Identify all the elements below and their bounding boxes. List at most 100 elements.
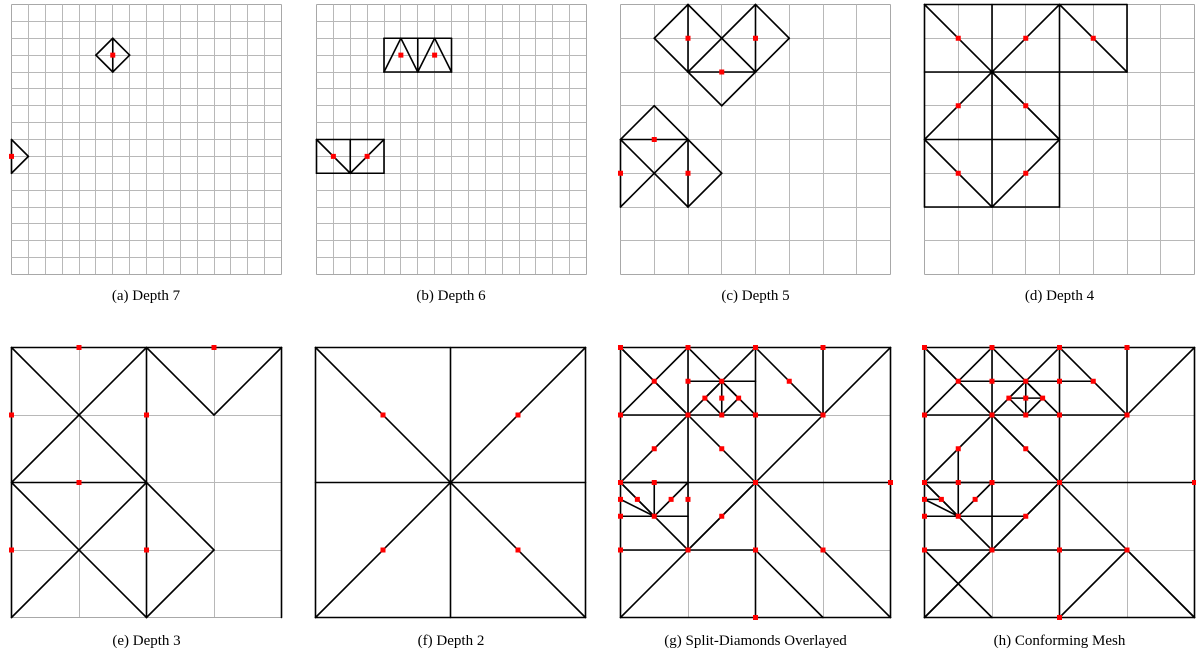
conforming-mesh-diagram	[922, 345, 1196, 620]
mesh-edge	[400, 37, 419, 73]
split-vertex-marker	[938, 496, 944, 502]
split-vertex-marker	[76, 345, 82, 350]
split-vertex-marker	[989, 412, 995, 418]
split-vertex-marker	[888, 480, 893, 485]
split-vertex-marker	[1023, 378, 1029, 384]
mesh-edge	[704, 397, 723, 416]
mesh-edge	[754, 549, 824, 619]
panel-depth-5: (c) Depth 5	[618, 3, 891, 309]
split-vertex-marker	[1057, 412, 1062, 418]
split-vertex-marker	[144, 547, 149, 553]
split-vertex-marker	[820, 345, 826, 350]
split-vertex-marker	[753, 345, 758, 350]
split-vertex-marker	[618, 170, 623, 176]
mesh-edge	[923, 481, 943, 501]
mesh-edge	[1008, 380, 1027, 399]
split-vertex-marker	[1023, 513, 1029, 519]
split-vertices	[618, 35, 758, 176]
mesh-edge	[670, 481, 689, 501]
mesh-edge	[1024, 397, 1044, 416]
depth-2-diagram	[314, 346, 587, 619]
mesh-edge	[383, 37, 402, 73]
panel-conforming-mesh: (h) Conforming Mesh	[922, 345, 1196, 659]
mesh-edge	[653, 498, 672, 518]
split-vertex-marker	[1090, 378, 1096, 384]
split-vertex-marker	[685, 547, 691, 553]
split-vertices	[9, 345, 217, 553]
split-vertex-marker	[719, 378, 725, 384]
split-vertex-marker	[702, 395, 708, 401]
split-vertex-marker	[432, 52, 438, 58]
depth-7-diagram	[9, 4, 282, 275]
split-vertex-marker	[989, 345, 995, 350]
depth-5-diagram	[618, 3, 891, 275]
split-vertex-marker	[719, 412, 725, 418]
split-vertex-marker	[76, 480, 82, 485]
mesh-edge	[923, 498, 960, 518]
split-vertex-marker	[1023, 170, 1029, 176]
split-vertex-marker	[618, 480, 623, 485]
split-vertex-marker	[972, 496, 978, 502]
split-vertex-marker	[1023, 412, 1029, 418]
mesh-edge	[1008, 397, 1027, 416]
mesh-edge	[754, 37, 791, 73]
mesh-edge	[10, 155, 30, 175]
split-vertex-marker	[685, 378, 691, 384]
split-vertex-marker	[955, 35, 961, 41]
split-vertex-marker	[618, 513, 623, 519]
split-vertex-marker	[9, 547, 14, 553]
split-vertex-marker	[955, 170, 961, 176]
split-vertex-marker	[753, 35, 758, 41]
split-vertex-marker	[1040, 395, 1046, 401]
split-vertex-marker	[753, 412, 758, 418]
mesh-edge	[1126, 549, 1196, 619]
split-vertex-marker	[719, 395, 725, 401]
split-vertex-marker	[651, 480, 657, 485]
caption-depth-5: (c) Depth 5	[721, 288, 790, 304]
panel-depth-7: (a) Depth 7	[9, 4, 282, 309]
split-vertices	[330, 52, 438, 159]
split-vertex-marker	[753, 547, 758, 553]
split-vertex-marker	[1057, 345, 1062, 350]
panel-split-diamonds-overlayed: (g) Split-Diamonds Overlayed	[618, 345, 893, 659]
split-vertex-marker	[989, 547, 995, 553]
mesh-edge	[720, 3, 757, 40]
split-vertex-marker	[9, 412, 14, 418]
split-vertex-marker	[211, 345, 217, 350]
split-diamonds-overlayed-diagram	[618, 345, 893, 620]
split-vertex-marker	[719, 446, 725, 452]
split-vertex-marker	[685, 496, 691, 502]
split-vertex-marker	[1057, 547, 1062, 553]
split-vertex-marker	[955, 446, 961, 452]
split-vertices	[380, 412, 521, 553]
split-vertex-marker	[144, 412, 149, 418]
mesh-edge	[687, 138, 723, 175]
mesh-edge	[619, 138, 689, 208]
mesh-edge	[957, 498, 976, 518]
split-vertex-marker	[685, 412, 691, 418]
mesh-edge	[10, 346, 148, 484]
mesh-edge	[754, 3, 791, 40]
mesh-edge	[95, 37, 114, 56]
mesh-edges	[10, 346, 283, 619]
split-vertex-marker	[922, 480, 927, 485]
split-vertex-marker	[922, 513, 927, 519]
split-vertices	[618, 345, 893, 620]
mesh-edge	[974, 481, 993, 501]
mesh-edge	[213, 346, 283, 416]
split-vertex-marker	[989, 480, 995, 485]
split-vertices	[922, 345, 1196, 620]
mesh-edge	[636, 498, 656, 518]
split-vertex-marker	[685, 170, 691, 176]
split-vertex-marker	[618, 412, 623, 418]
split-vertex-marker	[1006, 395, 1012, 401]
mesh-edge	[10, 481, 148, 619]
mesh-edge	[416, 37, 436, 73]
mesh-edge	[940, 498, 960, 518]
panel-depth-2: (f) Depth 2	[314, 346, 587, 659]
split-vertex-marker	[515, 412, 521, 418]
split-vertex-marker	[618, 547, 623, 553]
caption-depth-2: (f) Depth 2	[417, 633, 485, 649]
split-vertices	[955, 35, 1096, 176]
mesh-edge	[923, 549, 993, 619]
